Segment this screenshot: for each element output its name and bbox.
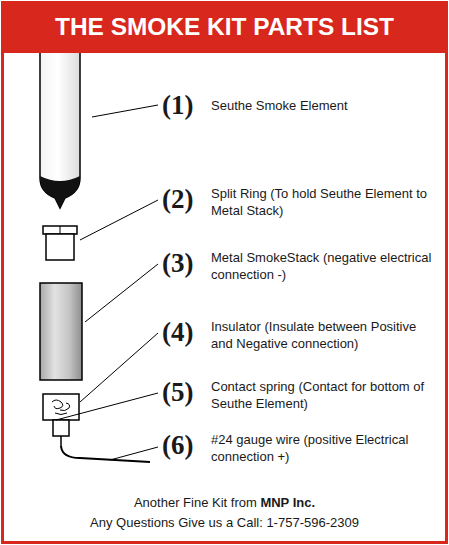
- split-ring: [43, 226, 77, 260]
- company-name: MNP Inc.: [260, 495, 315, 510]
- part-description: Insulator (Insulate between Positive and…: [211, 318, 439, 352]
- part-description: Seuthe Smoke Element: [211, 97, 439, 114]
- leader-lines: [56, 105, 158, 460]
- part-description: Metal SmokeStack (negative electrical co…: [211, 249, 439, 283]
- footer-line: Any Questions Give us a Call: 1-757-596-…: [4, 514, 445, 531]
- wire-24-gauge: [61, 446, 150, 462]
- title-band: THE SMOKE KIT PARTS LIST: [1, 1, 448, 53]
- callout-number: (4): [162, 317, 193, 347]
- callout-number: (5): [162, 377, 193, 407]
- metal-smokestack: [40, 283, 82, 380]
- insulator: [43, 394, 79, 420]
- callout-number: (1): [162, 90, 193, 120]
- footer-text: Another Fine Kit from: [134, 495, 257, 510]
- footer-line: Another Fine Kit from MNP Inc.: [4, 494, 445, 511]
- callout-number: (3): [162, 248, 193, 278]
- callout-number: (6): [162, 430, 193, 460]
- part-description: #24 gauge wire (positive Electrical conn…: [211, 431, 439, 465]
- part-description: Split Ring (To hold Seuthe Element to Me…: [211, 185, 439, 219]
- part-description: Contact spring (Contact for bottom of Se…: [211, 378, 439, 412]
- callout-number: (2): [162, 184, 193, 214]
- seuthe-element: [40, 36, 80, 208]
- contact-spring: [53, 420, 69, 446]
- contact-text: Any Questions Give us a Call: 1-757-596-…: [90, 515, 359, 530]
- title-text: THE SMOKE KIT PARTS LIST: [1, 1, 448, 53]
